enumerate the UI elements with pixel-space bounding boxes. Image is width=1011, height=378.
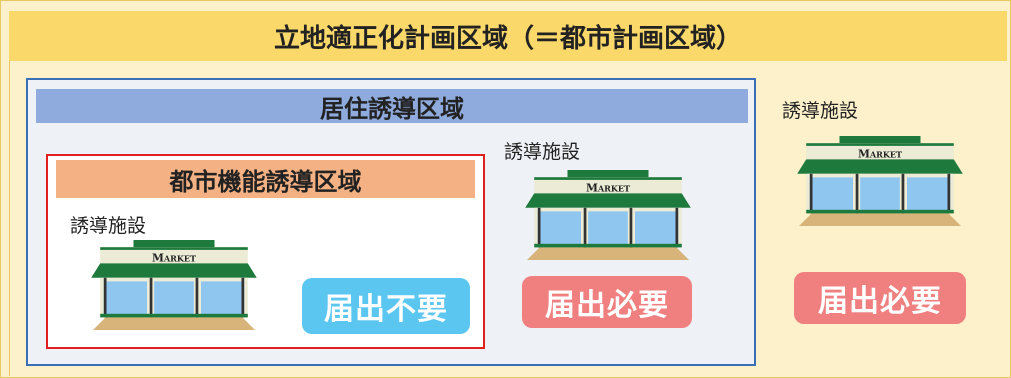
notification-required-badge: 届出必要 xyxy=(522,276,692,328)
notification-required-badge: 届出必要 xyxy=(794,272,966,324)
facility-label-urban: 誘導施設 xyxy=(70,215,147,237)
market-store-icon xyxy=(772,136,988,235)
planning-area-title: 立地適正化計画区域（＝都市計画区域） xyxy=(9,11,1007,61)
market-store-icon xyxy=(500,170,716,269)
facility-label-outside: 誘導施設 xyxy=(782,100,859,122)
urban-function-zone-title: 都市機能誘導区域 xyxy=(56,160,475,198)
facility-label-residential: 誘導施設 xyxy=(504,141,581,163)
residential-zone-title: 居住誘導区域 xyxy=(36,89,748,123)
divider xyxy=(9,60,10,376)
notification-not-required-badge: 届出不要 xyxy=(302,278,470,334)
market-store-icon xyxy=(66,240,282,339)
